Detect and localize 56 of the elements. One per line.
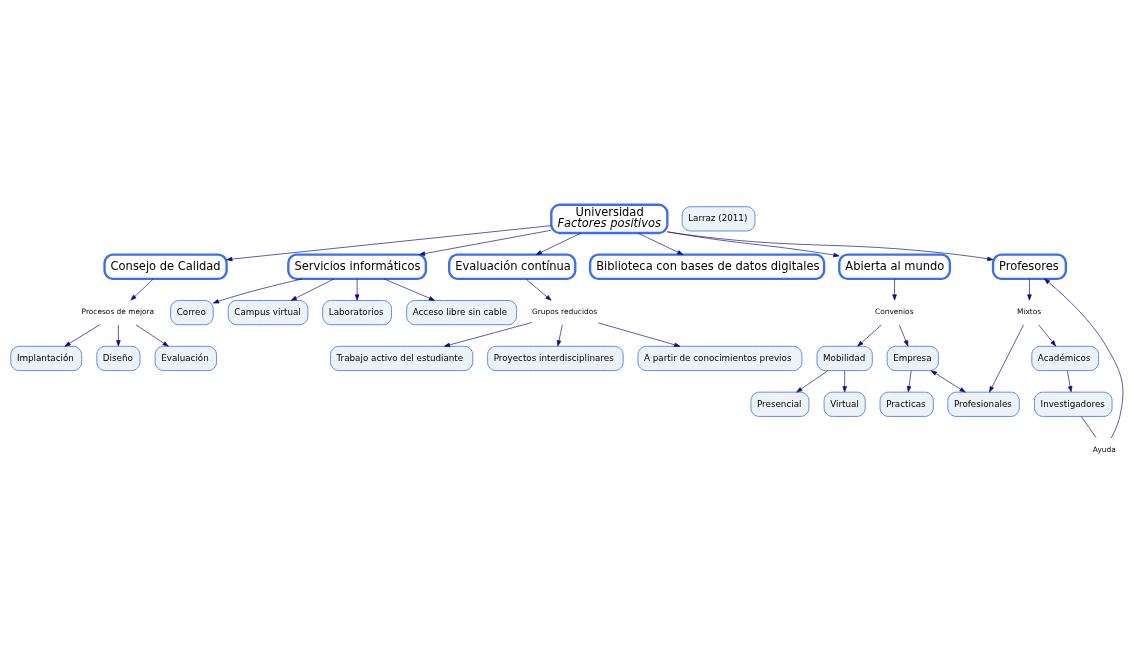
node-box: Mobilidad [816,345,873,371]
node-box: Consejo de Calidad [103,252,228,280]
node-box: Laboratorios [322,299,392,325]
arrow [1044,278,1124,438]
arrow [212,278,303,303]
arrow [899,324,909,346]
node-box: Diseño [96,345,141,371]
arrow [525,278,552,301]
node-box: Practicas [879,391,934,417]
arrow [906,370,912,392]
arrow [419,229,552,256]
arrow [892,278,897,300]
node-box: Empresa [886,345,939,371]
arrow [1066,370,1073,392]
arrow [637,232,684,255]
node-box: Evaluación contínua [448,252,577,280]
arrow [130,278,154,300]
arrow [383,278,435,301]
arrow [290,278,335,301]
node-box: Proyectos interdisciplinares [487,345,624,371]
node-box: Correo [170,299,214,325]
arrow [1027,278,1032,300]
node-box: Académicos [1031,345,1099,371]
arrow [667,230,840,257]
arrow [354,278,360,300]
connector [1081,415,1097,438]
node-box: A partir de conocimientos previos [637,345,803,371]
node-box: Profesionales [947,391,1020,417]
arrow [667,231,994,261]
arrow [116,324,121,346]
arrow [226,224,552,261]
arrow [535,232,582,255]
node-box: Trabajo activo del estudiante [330,345,474,371]
arrow [135,324,169,347]
arrow [989,324,1024,392]
arrow [1038,324,1057,346]
node-box: Implantación [10,345,83,371]
arrow [64,324,100,347]
node-box: Investigadores [1034,391,1113,417]
arrow [556,324,563,346]
node-box: Universidad Factores positivos [550,203,669,234]
arrow [443,321,532,347]
arrow [597,322,681,347]
arrow [857,324,882,346]
node-box: Abierta al mundo [838,252,952,280]
arrow [930,369,966,392]
node-box: Campus virtual [227,299,309,325]
node-box: Presencial [750,391,810,417]
node-box: Evaluación [154,345,217,371]
arrow [796,369,829,392]
node-box: Acceso libre sin cable [406,299,517,325]
node-box: Profesores [991,252,1068,280]
node-box: Larraz (2011) [681,205,756,231]
node-box: Virtual [823,391,866,417]
arrow [842,370,847,392]
node-box: Biblioteca con bases de datos digitales [588,252,826,280]
